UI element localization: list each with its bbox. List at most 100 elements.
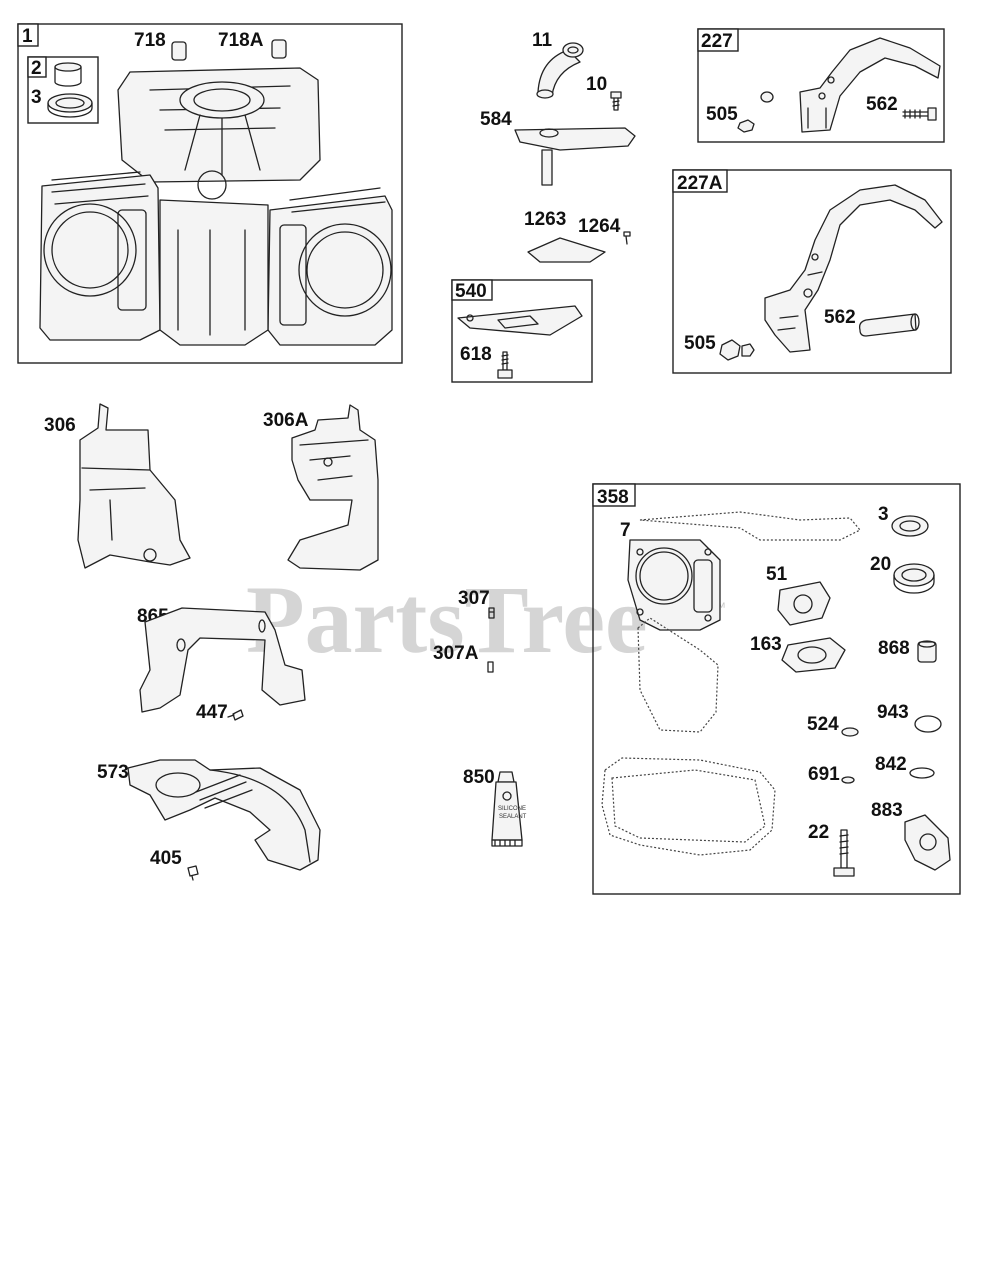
baffle-306a-hole: [323, 457, 333, 467]
filter-part: [457, 305, 583, 336]
dowel-pins: [171, 39, 287, 61]
part-label-524: 524: [807, 714, 839, 735]
part-label-306a: 306A: [263, 410, 309, 431]
part-label-3-box358: 3: [878, 504, 889, 525]
center-small-parts: 307 307A 850 SILICONE SEALANT: [433, 588, 527, 847]
watermark: PartsTree: [246, 566, 648, 673]
part-label-883: 883: [871, 800, 903, 821]
gasket-163-part: [781, 637, 846, 673]
tube-label-line1: SILICONE: [498, 806, 526, 812]
shroud-865-group: 865 447: [137, 606, 306, 723]
box-227-frame: [697, 28, 945, 143]
part-label-868: 868: [878, 638, 910, 659]
box-1-tag: [17, 23, 39, 47]
box-1-group: 1 2 3 718 718A: [17, 23, 403, 364]
baffle-306-part: [77, 403, 191, 569]
screw-307a-part: [487, 661, 494, 673]
bracket-227a-part: [719, 184, 943, 361]
shroud-865-part: [139, 607, 306, 713]
bolt-22-part: [833, 829, 855, 877]
tube-label-line2: SEALANT: [499, 814, 527, 820]
valve-part: [527, 231, 631, 263]
part-label-505-box227a: 505: [684, 333, 716, 354]
part-label-10: 10: [586, 74, 607, 95]
seal-part: [47, 93, 93, 118]
box-358-tag: [592, 483, 636, 507]
box-358-frame: [592, 483, 961, 895]
baffle-306-lines: [81, 467, 151, 541]
gasket-883-part: [904, 814, 951, 871]
gasket-51-part: [777, 581, 831, 626]
breather-plate-part: [514, 127, 636, 186]
part-label-573: 573: [97, 762, 129, 783]
part-label-11: 11: [532, 30, 553, 51]
box-1-frame: [17, 23, 403, 364]
valve-cover-gasket-part: [639, 511, 861, 541]
part-label-718: 718: [134, 30, 166, 51]
part-label-1264: 1264: [578, 216, 621, 237]
box-227a-tag: [672, 169, 728, 193]
part-label-562-box227: 562: [866, 94, 898, 115]
screw-447-part: [227, 709, 244, 721]
part-label-842: 842: [875, 754, 907, 775]
box-227a-label: 227A: [677, 173, 723, 194]
part-label-447: 447: [196, 702, 228, 723]
blower-housing-573-opening: [155, 772, 201, 798]
box-227-group: 227 505 562: [697, 28, 945, 143]
part-label-307: 307: [458, 588, 490, 609]
box-2-frame: [27, 56, 99, 124]
part-label-562-box227a: 562: [824, 307, 856, 328]
box-227-label: 227: [701, 31, 733, 52]
breather-group: 11 10 584 1263 1264 540: [451, 30, 636, 383]
oring-842-part: [909, 767, 935, 779]
box-540-frame: [451, 279, 593, 383]
box-227a-frame: [672, 169, 952, 374]
part-label-505-box227: 505: [706, 104, 738, 125]
washer-524-part: [841, 727, 859, 737]
part-label-3-box1: 3: [31, 87, 42, 108]
part-label-691: 691: [808, 764, 840, 785]
breather-tube-part: [536, 42, 584, 99]
box-358-label: 358: [597, 487, 629, 508]
box-1-label: 1: [22, 26, 33, 47]
part-label-584: 584: [480, 109, 512, 130]
part-label-22: 22: [808, 822, 829, 843]
cylinder-block-drawing: [39, 67, 393, 346]
part-label-943: 943: [877, 702, 909, 723]
box-227a-group: 227A 562 505: [672, 169, 952, 374]
bushing-part: [54, 62, 82, 87]
screw-405-part: [187, 865, 199, 881]
crankcase-gasket-inner: [611, 769, 766, 843]
sealant-tube-part: SILICONE SEALANT: [491, 771, 527, 847]
part-label-20: 20: [870, 554, 891, 575]
shroud-865-slot-2: [258, 619, 266, 633]
part-label-718a: 718A: [218, 30, 264, 51]
screw-10-part: [610, 91, 622, 111]
seal-3-part: [891, 515, 929, 537]
seal-20-part: [893, 563, 935, 594]
part-label-618: 618: [460, 344, 492, 365]
blower-housing-573-rim: [209, 769, 311, 863]
baffle-306a-part: [287, 404, 379, 571]
plug-868-part: [917, 640, 937, 663]
box-227-tag: [697, 28, 739, 52]
head-gasket-part: [627, 539, 721, 631]
baffle-306-hole: [143, 548, 157, 562]
part-label-306: 306: [44, 415, 76, 436]
blower-housing-573-ribs: [195, 774, 253, 809]
screw-618-part: [497, 351, 513, 379]
part-label-163: 163: [750, 634, 782, 655]
breather-gasket-part: [637, 617, 719, 733]
part-label-850: 850: [463, 767, 495, 788]
box-2-label: 2: [31, 58, 42, 79]
part-label-51: 51: [766, 564, 788, 585]
screw-307-part: [488, 607, 495, 619]
bracket-227-part: [737, 37, 941, 133]
oring-943-part: [914, 715, 942, 733]
box-2-tag: [27, 56, 47, 78]
part-label-7: 7: [620, 520, 631, 541]
box-358-group: 358 7 3 20 51: [592, 483, 961, 895]
baffle-306-group: 306 306A: [44, 403, 379, 571]
box-540-tag: [451, 279, 493, 301]
